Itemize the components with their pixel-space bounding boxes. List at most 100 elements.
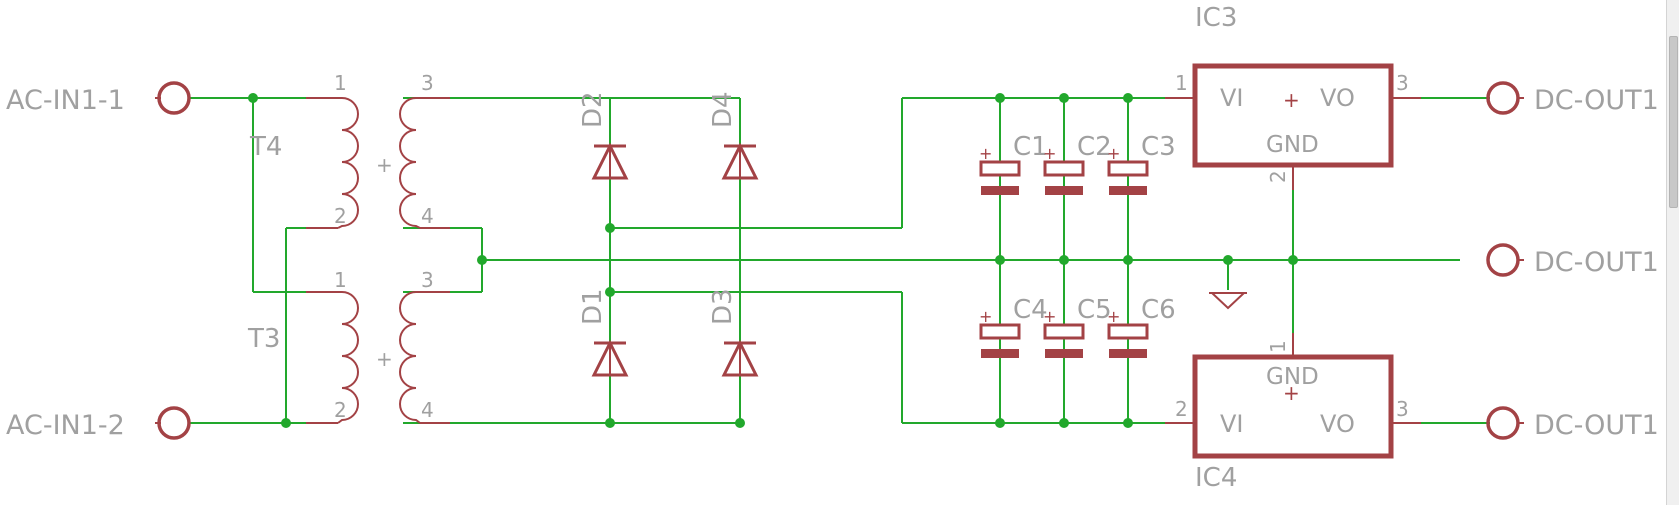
capacitor-c1[interactable]: C1 + — [979, 132, 1048, 195]
t3-pin1-label: 1 — [334, 268, 347, 292]
ic4-pin-in: 2 — [1175, 397, 1188, 421]
secondary-coil-icon — [399, 97, 421, 229]
connector-pad-icon — [157, 81, 191, 115]
ic4-gnd-label: GND — [1266, 364, 1319, 390]
regulator-ic4[interactable]: GND VI VO + 2 3 1 IC4 — [1165, 333, 1421, 493]
junction-dot — [995, 255, 1005, 265]
ic4-vi-label: VI — [1220, 410, 1244, 438]
ic3-ref-label: IC3 — [1195, 3, 1237, 33]
c5-plus: + — [1043, 307, 1056, 326]
ic-body-icon — [1192, 63, 1394, 168]
junction-dot — [605, 223, 615, 233]
diode-d1[interactable]: D1 — [578, 288, 629, 377]
c1-ref-label: C1 — [1013, 132, 1048, 162]
ic3-pin-out: 3 — [1396, 71, 1409, 95]
regulator-ic3[interactable]: VI VO GND + 1 3 2 IC3 — [1165, 3, 1421, 190]
ic3-pin-gnd: 2 — [1266, 170, 1290, 183]
secondary-coil-icon — [399, 291, 421, 424]
ic3-vo-label: VO — [1320, 84, 1355, 112]
junction-dot — [248, 93, 258, 103]
ground-symbol — [1209, 292, 1247, 310]
c4-plus: + — [979, 307, 992, 326]
ic3-gnd-label: GND — [1266, 132, 1319, 158]
diode-d2[interactable]: D2 — [578, 91, 629, 180]
ic4-ref-label: IC4 — [1195, 463, 1237, 493]
junction-dot — [605, 418, 615, 428]
ic4-pin-out: 3 — [1396, 397, 1409, 421]
c4-ref-label: C4 — [1013, 295, 1048, 325]
junction-dot — [1288, 255, 1298, 265]
dc-out-3-connector[interactable]: DC-OUT1 — [1486, 406, 1659, 441]
connector-pad-icon — [157, 406, 191, 440]
junction-dot — [1123, 418, 1133, 428]
dc-out-1-connector[interactable]: DC-OUT1 — [1486, 81, 1659, 116]
capacitor-icon — [979, 323, 1021, 340]
capacitor-icon — [1043, 160, 1085, 177]
ic4-plus: + — [1283, 381, 1300, 405]
c6-ref-label: C6 — [1141, 295, 1176, 325]
c5-ref-label: C5 — [1077, 295, 1112, 325]
dc-out-3-label: DC-OUT1 — [1534, 410, 1659, 441]
c2-ref-label: C2 — [1077, 132, 1112, 162]
capacitor-icon — [1107, 160, 1149, 177]
junction-dot — [1123, 255, 1133, 265]
transformer-t3[interactable]: 1 2 3 4 + T3 — [247, 268, 450, 424]
t3-pin3-label: 3 — [421, 268, 434, 292]
junction-dot — [1059, 255, 1069, 265]
capacitor-c4[interactable]: C4 + — [979, 295, 1048, 358]
ac-in-1-label: AC-IN1-1 — [6, 85, 125, 116]
ac-in-2-connector[interactable]: AC-IN1-2 — [6, 406, 191, 441]
t3-plus-label: + — [376, 347, 393, 371]
dc-out-1-label: DC-OUT1 — [1534, 85, 1659, 116]
c1-plus: + — [979, 144, 992, 163]
junction-dot — [1059, 93, 1069, 103]
junction-dot — [995, 93, 1005, 103]
transformer-t4[interactable]: 1 2 3 4 + T4 — [249, 71, 450, 229]
t4-pin1-label: 1 — [334, 71, 347, 95]
capacitor-c3[interactable]: C3 + — [1107, 132, 1176, 195]
junction-dot — [1123, 93, 1133, 103]
c3-ref-label: C3 — [1141, 132, 1176, 162]
connector-pad-icon — [1486, 243, 1520, 277]
ac-in-2-label: AC-IN1-2 — [6, 410, 125, 441]
d3-ref-label: D3 — [708, 288, 738, 325]
t3-ref-label: T3 — [247, 324, 280, 354]
junction-dot — [995, 418, 1005, 428]
diode-d4[interactable]: D4 — [708, 91, 759, 180]
d2-ref-label: D2 — [578, 91, 608, 128]
scrollbar-thumb[interactable] — [1669, 36, 1678, 208]
ic3-plus: + — [1283, 88, 1300, 112]
capacitor-icon — [979, 160, 1021, 177]
capacitor-icon — [1043, 323, 1085, 340]
diode-d3[interactable]: D3 — [708, 288, 759, 377]
ic3-vi-label: VI — [1220, 84, 1244, 112]
capacitor-c5[interactable]: C5 + — [1043, 295, 1112, 358]
connector-pad-icon — [1486, 81, 1520, 115]
capacitor-c2[interactable]: C2 + — [1043, 132, 1112, 195]
d4-ref-label: D4 — [708, 91, 738, 128]
dc-out-2-connector[interactable]: DC-OUT1 — [1486, 243, 1659, 278]
primary-coil-icon — [337, 291, 359, 424]
junction-dot — [605, 287, 615, 297]
junction-dot — [735, 418, 745, 428]
junction-dot — [281, 418, 291, 428]
t4-pin3-label: 3 — [421, 71, 434, 95]
capacitor-c6[interactable]: C6 + — [1107, 295, 1176, 358]
junctions — [248, 93, 1298, 428]
ac-in-1-connector[interactable]: AC-IN1-1 — [6, 81, 191, 116]
junction-dot — [477, 255, 487, 265]
ground-icon — [1209, 292, 1247, 310]
t4-plus-label: + — [376, 153, 393, 177]
t4-pin4-label: 4 — [421, 204, 434, 228]
vertical-scrollbar[interactable] — [1666, 0, 1679, 505]
capacitor-icon — [1107, 323, 1149, 340]
t4-ref-label: T4 — [249, 132, 282, 162]
ic4-vo-label: VO — [1320, 410, 1355, 438]
ic4-pin-gnd: 1 — [1266, 340, 1290, 353]
dc-out-2-label: DC-OUT1 — [1534, 247, 1659, 278]
primary-coil-icon — [337, 97, 359, 229]
ic-body-icon — [1192, 354, 1394, 459]
connector-pad-icon — [1486, 406, 1520, 440]
t3-pin4-label: 4 — [421, 398, 434, 422]
